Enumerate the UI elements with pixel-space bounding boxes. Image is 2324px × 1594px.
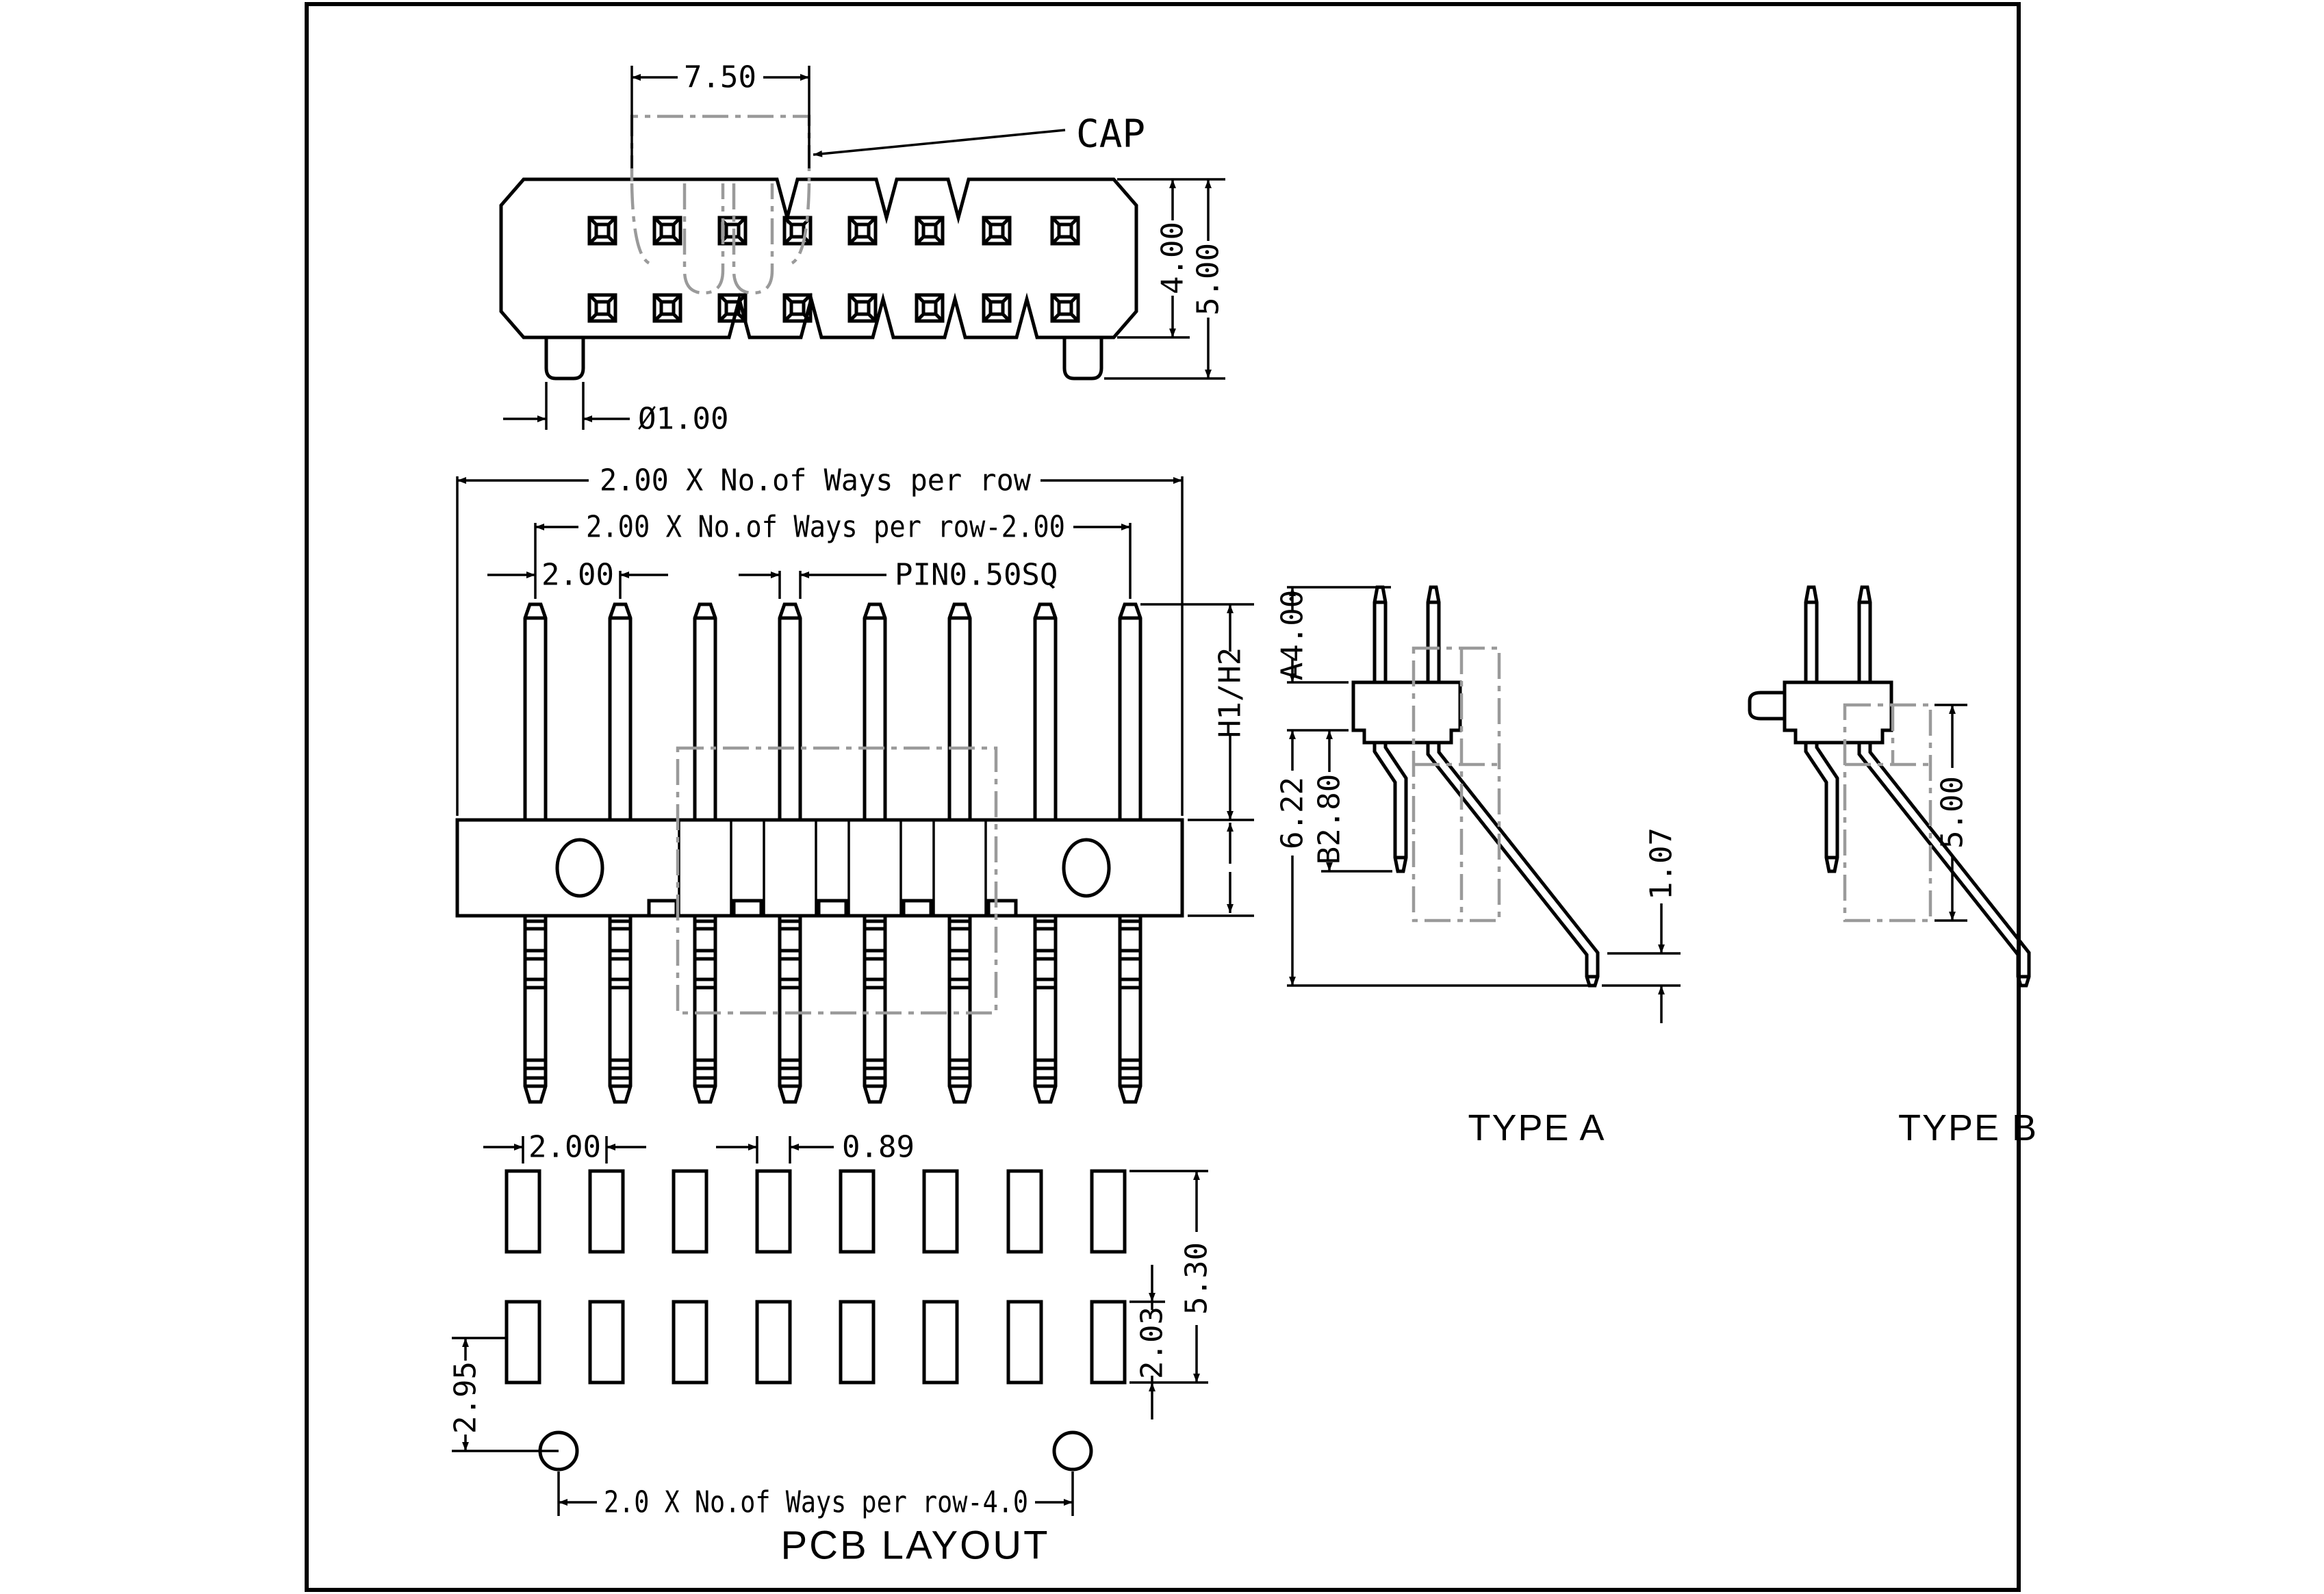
- top-view-pads: [589, 218, 1078, 321]
- dim-header-height-group: H1/H2: [1140, 603, 1254, 917]
- pcb-layout-view: 2.00 0.89 5.30 2.03 2.95: [448, 1130, 1214, 1568]
- dim-row-width-group: 2.00 X No.of Ways per row: [456, 463, 1184, 816]
- type-a-top-pins: [1372, 585, 1441, 682]
- dim-tail-length-group: 6.22: [1275, 729, 1588, 987]
- pcb-layout-title: PCB LAYOUT: [780, 1524, 1049, 1568]
- dim-pad-width: 0.89: [842, 1130, 915, 1165]
- dim-pcb-pitch: 2.00: [528, 1130, 601, 1165]
- dim-tail-length: 6.22: [1275, 777, 1310, 849]
- dim-tail-inner-group: B2.80: [1312, 730, 1392, 873]
- dim-row-span-group: 5.30: [1129, 1170, 1214, 1384]
- type-a-view: A4.00 6.22 B2.80 1.07 TYPE A: [1275, 585, 1681, 1148]
- dim-pcb-pitch-group: 2.00: [483, 1130, 646, 1165]
- cap-phantom-type-b: [1843, 703, 1932, 923]
- dim-row-width: 2.00 X No.of Ways per row: [600, 463, 1031, 498]
- dim-pad-height-group: 2.03: [1129, 1265, 1170, 1419]
- dim-cap-width: 7.50: [684, 60, 756, 95]
- cap-phantom-top-view: [630, 114, 811, 295]
- dim-cap-width-group: 7.50: [630, 60, 810, 168]
- type-a-body: [1351, 680, 1462, 745]
- front-view-bottom-pins: [525, 916, 1140, 1102]
- pcb-pads-row2: [507, 1302, 1125, 1383]
- mounting-peg-left: [544, 337, 585, 381]
- housing-hole-left: [555, 838, 604, 898]
- dim-pin-size-group: PIN0.50SQ: [739, 558, 1058, 599]
- top-view: 7.50 CAP 4.00 5.00 Ø1.00: [499, 60, 1226, 437]
- front-view: 2.00 X No.of Ways per row 2.00 X No.of W…: [455, 463, 1254, 1103]
- mounting-peg-right: [1062, 337, 1103, 381]
- type-b-body: [1783, 680, 1893, 745]
- dim-pad-width-group: 0.89: [716, 1130, 915, 1165]
- type-a-label: TYPE A: [1468, 1107, 1605, 1148]
- cap-phantom-type-a: [1412, 646, 1501, 923]
- type-b-bent-pin-short: [1804, 743, 1839, 873]
- type-a-bent-pin-short: [1372, 743, 1408, 873]
- dim-hole-offset-group: 2.95: [448, 1337, 559, 1452]
- dim-heights-group: 4.00 5.00: [1104, 178, 1226, 380]
- type-b-view: 5.00 TYPE B: [1748, 585, 2038, 1148]
- pcb-pads-row1: [507, 1171, 1125, 1252]
- cap-phantom-front-view: [676, 746, 998, 1015]
- dim-hole-offset: 2.95: [448, 1361, 483, 1434]
- front-view-top-pins: [525, 604, 1140, 820]
- top-view-body: [499, 177, 1138, 339]
- type-a-bent-pin-long: [1426, 743, 1600, 988]
- dim-tip-length: 1.07: [1644, 827, 1679, 900]
- dim-body-height: 4.00: [1155, 222, 1190, 294]
- dim-pad-height: 2.03: [1135, 1307, 1170, 1379]
- dim-b-cap-height-group: 5.00: [1934, 704, 1970, 922]
- header-height-label: H1/H2: [1213, 647, 1248, 738]
- pcb-hole-right: [1052, 1430, 1093, 1471]
- dim-b-cap-height: 5.00: [1935, 776, 1970, 849]
- dim-pin-span: 2.00 X No.of Ways per row-2.00: [586, 510, 1065, 545]
- dim-overall-height: 5.00: [1191, 243, 1226, 316]
- housing-hole-right: [1062, 838, 1111, 898]
- type-b-latch: [1748, 691, 1785, 721]
- sheet-border: [305, 2, 2021, 1592]
- dim-pitch-group: 2.00: [487, 558, 668, 599]
- dim-pin-span-group: 2.00 X No.of Ways per row-2.00: [534, 510, 1132, 599]
- dim-hole-span-group: 2.0 X No.of Ways per row-4.0: [557, 1471, 1074, 1520]
- cap-leader-line: [813, 129, 1066, 157]
- dim-a-pin-height: A4.00: [1275, 590, 1310, 680]
- dim-tip-length-group: 1.07: [1602, 827, 1681, 1023]
- dim-hole-span: 2.0 X No.of Ways per row-4.0: [604, 1485, 1028, 1520]
- dim-peg-group: Ø1.00: [503, 382, 728, 437]
- cap-label: CAP: [1076, 112, 1145, 157]
- dim-a-pin-height-group: A4.00: [1275, 586, 1391, 684]
- type-b-top-pins: [1804, 585, 1872, 682]
- dim-row-span: 5.30: [1179, 1242, 1214, 1315]
- dim-tail-inner: B2.80: [1312, 774, 1347, 864]
- front-view-housing: [455, 818, 1184, 918]
- dim-peg-diameter: Ø1.00: [638, 402, 728, 437]
- dim-pin-size: PIN0.50SQ: [895, 558, 1058, 593]
- type-b-bent-pin-long: [1857, 743, 2031, 988]
- dim-pitch: 2.00: [541, 558, 614, 593]
- type-b-label: TYPE B: [1898, 1107, 2038, 1148]
